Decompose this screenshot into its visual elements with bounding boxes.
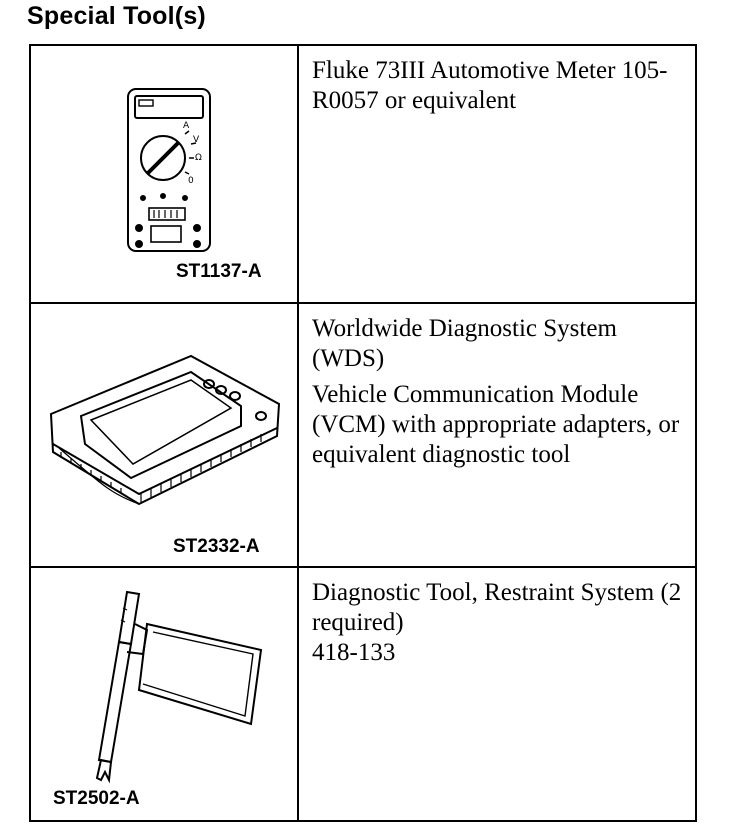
tool-row: ST2332-A Worldwide Diagnostic System (WD… bbox=[31, 304, 695, 568]
tool-description: Fluke 73III Automotive Meter 105-R0057 o… bbox=[299, 46, 695, 302]
tool-image-cell: ST2332-A bbox=[31, 304, 299, 566]
tool-code: ST2502-A bbox=[53, 788, 140, 809]
restraint-diagnostic-tool-icon bbox=[95, 590, 263, 784]
tool-description-line: Worldwide Diagnostic System (WDS) bbox=[312, 315, 617, 372]
tool-description: Worldwide Diagnostic System (WDS) Vehicl… bbox=[299, 304, 695, 566]
page-title: Special Tool(s) bbox=[27, 2, 206, 30]
tool-code: ST2332-A bbox=[173, 536, 260, 557]
tool-description-line: Diagnostic Tool, Restraint System (2 req… bbox=[312, 579, 682, 636]
tool-image-cell: ST2502-A bbox=[31, 568, 299, 820]
svg-text:V: V bbox=[193, 135, 200, 145]
tool-code: ST1137-A bbox=[176, 261, 262, 282]
svg-text:A: A bbox=[183, 121, 190, 131]
tool-description-line: Fluke 73III Automotive Meter 105-R0057 o… bbox=[312, 57, 668, 114]
tool-description: Diagnostic Tool, Restraint System (2 req… bbox=[299, 568, 695, 820]
svg-text:Ω: Ω bbox=[195, 153, 202, 163]
diagnostic-scanner-icon bbox=[49, 354, 281, 506]
tool-image-cell: A V Ω 0 ST1137-A bbox=[31, 46, 299, 302]
svg-text:0: 0 bbox=[188, 176, 194, 186]
tool-description-line: 418-133 bbox=[312, 639, 396, 666]
tool-row: ST2502-A Diagnostic Tool, Restraint Syst… bbox=[31, 568, 695, 820]
tool-row: A V Ω 0 ST1137-A Fluke bbox=[31, 46, 695, 304]
multimeter-icon: A V Ω 0 bbox=[127, 88, 211, 252]
special-tools-table: A V Ω 0 ST1137-A Fluke bbox=[29, 44, 697, 822]
tool-description-line: Vehicle Communication Module (VCM) with … bbox=[312, 381, 680, 468]
